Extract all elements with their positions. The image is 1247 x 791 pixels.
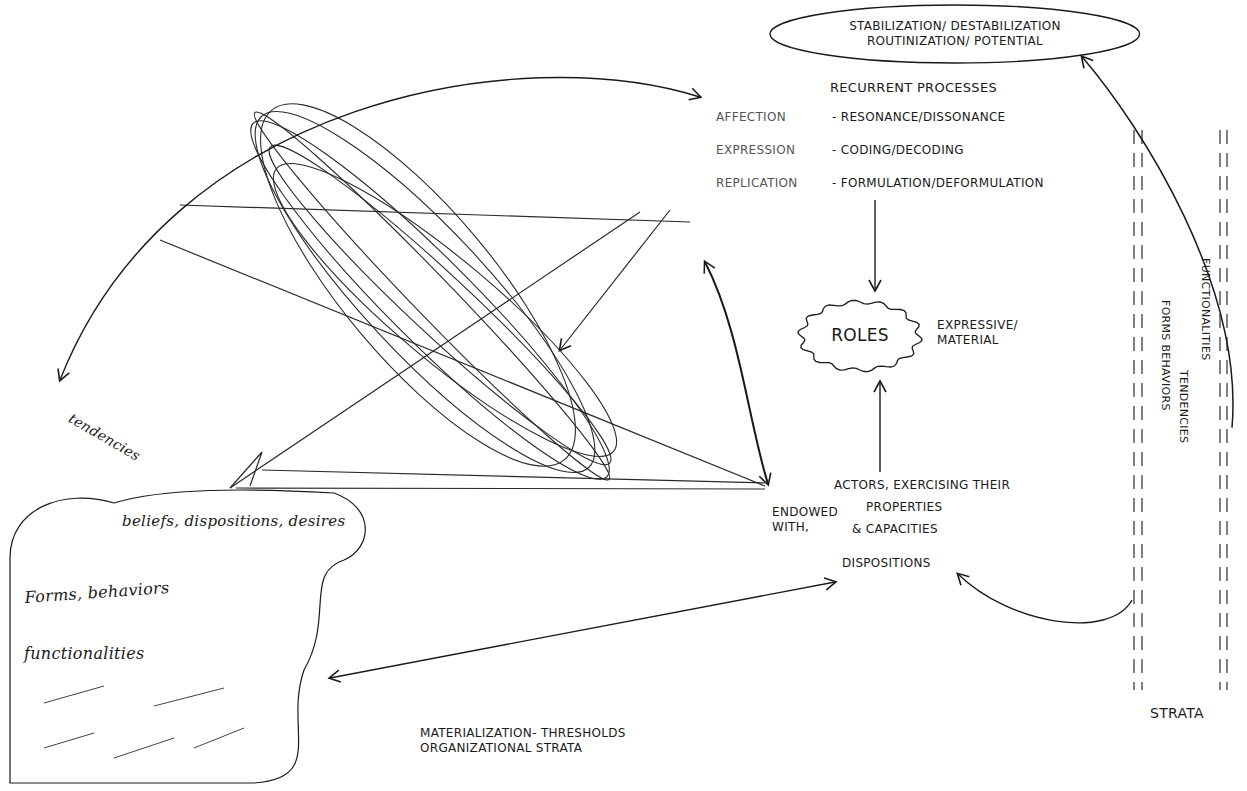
note-label: ACTORS, EXERCISING THEIR [834,478,1010,493]
band-text: FUNCTIONALITIES [1198,258,1212,360]
region-text: tendencies [65,410,143,465]
cross-line [160,240,765,486]
strata-title: STRATA [1150,705,1204,723]
note-label: - CODING/DECODING [832,143,964,158]
scribble-lines [160,205,765,489]
cross-line [236,488,765,489]
triangle-tip [230,452,262,488]
note-label: AFFECTION [716,110,786,125]
region-outline [10,490,365,783]
scribble-loop [214,62,622,508]
note-label: - FORMULATION/DEFORMULATION [832,176,1044,191]
note-label: - RESONANCE/DISSONANCE [832,110,1005,125]
band-text: TENDENCIES [1176,370,1190,443]
oval-text: STABILIZATION/ DESTABILIZATION ROUTINIZA… [819,19,1091,49]
materialization-arrow [330,582,835,678]
strata-dash [1226,130,1227,690]
scribble-loop [224,94,637,507]
processes-to-roles-arrow [874,200,875,290]
roles-note: EXPRESSIVE/ MATERIAL [937,318,1041,348]
note-label: DISPOSITIONS [842,556,931,571]
region-text: functionalities [24,644,144,664]
scribble-loop [244,130,645,489]
roles-cloud: ROLESEXPRESSIVE/ MATERIAL [795,296,925,376]
strata-dash [1133,130,1134,690]
belief-region: tendenciesbeliefs, dispositions, desires… [4,448,374,786]
cross-line [230,212,640,488]
strata-dash [1141,130,1142,690]
note-label: ENDOWED WITH, [772,505,846,535]
band-text: FORMS BEHAVIORS [1158,300,1172,411]
sketch-part [60,77,1132,678]
inward-arrow [560,210,670,350]
strata-to-oval-arrow [1082,57,1233,428]
oval-node: STABILIZATION/ DESTABILIZATION ROUTINIZA… [768,3,1142,65]
scribble-loops [214,62,646,510]
big-arc-arrow [60,77,700,380]
cloud-outline [798,300,922,371]
oval-outline [770,5,1140,63]
region-text: Forms, behaviors [24,578,170,608]
strata-band: FORMS BEHAVIORS TENDENCIES FUNCTIONALITIES… [1128,130,1232,750]
region-hatching [44,686,244,758]
note-label: REPLICATION [716,176,798,191]
note-label: PROPERTIES [866,500,942,515]
note-label: & CAPACITIES [852,522,938,537]
note-label: EXPRESSION [716,143,795,158]
scribble-loop [216,74,634,510]
belief-region-outline [4,448,374,786]
note-label: MATERIALIZATION- THRESHOLDS ORGANIZATION… [420,726,700,756]
region-text: beliefs, dispositions, desires [122,512,345,531]
actors-to-roles-arrow [879,382,880,472]
cross-line [262,470,765,483]
note-label: RECURRENT PROCESSES [830,80,997,96]
scribble-loop [250,125,630,485]
cross-line [180,205,690,222]
strata-to-dispositions-arrow [958,574,1132,623]
strata-dash [1219,130,1220,690]
roles-text: ROLES [831,325,889,346]
double-curve-arrow [705,262,768,484]
